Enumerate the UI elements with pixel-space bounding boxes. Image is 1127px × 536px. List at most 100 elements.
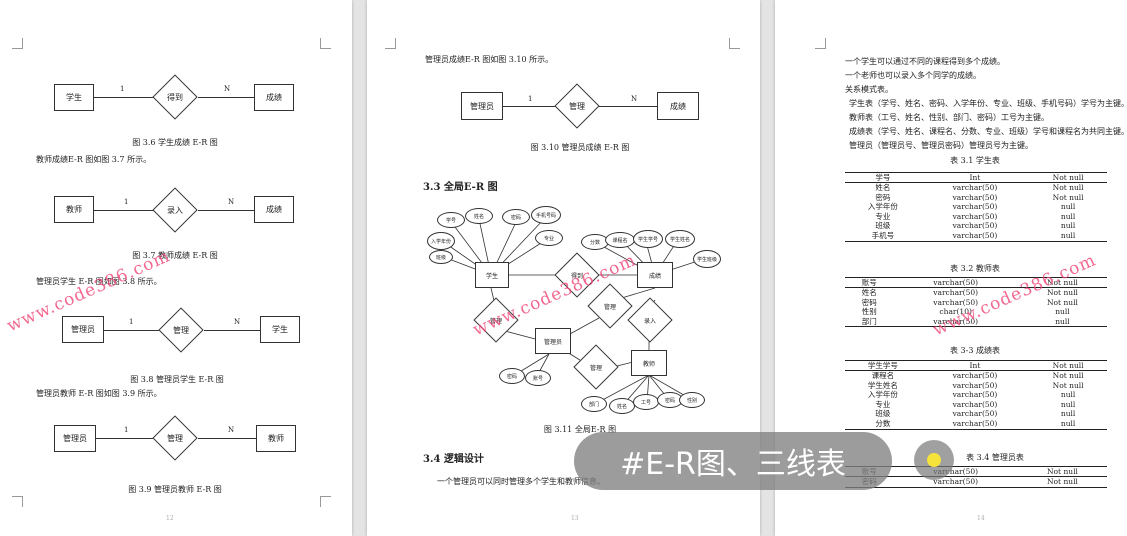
relation-get: 得到 <box>152 74 198 120</box>
section-heading: 3.3 全局E-R 图 <box>423 182 498 193</box>
paragraph: 管理员（管理员号、管理员密码）管理员号为主键。 <box>849 141 1033 150</box>
table-cell: null <box>1060 211 1076 221</box>
table-cell: null <box>1029 230 1107 242</box>
entity-teacher: 教师 <box>54 196 94 223</box>
table-header-cell: Int <box>920 360 1030 371</box>
corner-mark <box>385 38 396 49</box>
table-cell: Not null <box>1052 192 1084 202</box>
table-cell: varchar(50) <box>893 476 1018 488</box>
table-cell: varchar(50) <box>952 371 998 380</box>
table-cell: null <box>1060 202 1076 212</box>
table-cell: varchar(50) <box>952 409 998 419</box>
relation-manage: 管理 <box>573 344 619 390</box>
paragraph: 教师表（工号、姓名、性别、部门、密码）工号为主键。 <box>849 113 1049 122</box>
paragraph: 学生表（学号、姓名、密码、入学年份、专业、班级、手机号码）学号为主键。 <box>849 99 1127 108</box>
cardinality-label: 1 <box>124 426 129 434</box>
attr-ellipse: 姓名 <box>609 398 635 414</box>
table-cell: Not null <box>1017 476 1107 488</box>
table-header-cell: varchar(50) <box>893 466 1018 477</box>
table-cell: null <box>1017 316 1107 328</box>
attr-ellipse: 密码 <box>502 209 530 225</box>
attr-ellipse: 课程名 <box>605 232 635 248</box>
paragraph: 一个老师也可以录入多个同学的成绩。 <box>845 71 981 80</box>
relation-manage: 管理 <box>152 415 198 461</box>
cardinality-label: 1 <box>528 95 533 103</box>
attr-ellipse: 部门 <box>581 396 607 412</box>
entity-score: 成绩 <box>637 262 673 288</box>
entity-student: 学生 <box>260 316 300 343</box>
table-cell: Not null <box>1052 371 1084 380</box>
table-cell: 密码 <box>861 297 877 307</box>
entity-admin: 管理员 <box>62 316 104 343</box>
table-cell: varchar(50) <box>933 288 979 297</box>
table-cell: null <box>1060 399 1076 409</box>
attr-ellipse: 工号 <box>633 394 659 410</box>
table-cell: null <box>1060 390 1076 400</box>
table-caption: 表 3.1 学生表 <box>950 156 1000 165</box>
entity-admin: 管理员 <box>535 328 571 354</box>
relation-manage: 管理 <box>587 283 633 329</box>
table-cell: varchar(50) <box>952 221 998 231</box>
attr-ellipse: 学号 <box>437 212 465 228</box>
topic-tag-pill[interactable]: #E-R图、三线表 <box>574 432 892 490</box>
figure-caption: 图 3.6 学生成绩 E-R 图 <box>132 138 218 147</box>
table-cell: 专业 <box>875 211 891 221</box>
paragraph: 一个学生可以通过不同的课程得到多个成绩。 <box>845 57 1005 66</box>
cardinality-label: N <box>228 198 235 206</box>
table-cell: varchar(50) <box>952 211 998 221</box>
page-number: 14 <box>977 515 985 522</box>
table-cell: 性别 <box>861 307 877 317</box>
table-cell: 姓名 <box>875 183 891 192</box>
table-cell: 部门 <box>845 316 894 328</box>
table-cell: 密码 <box>875 192 891 202</box>
attr-ellipse: 入学年份 <box>427 232 455 250</box>
corner-mark <box>12 38 23 49</box>
table-row: 专业 varchar(50) null <box>845 212 1107 222</box>
cardinality-label: 1 <box>124 198 129 206</box>
table-cell: null <box>1060 221 1076 231</box>
corner-mark <box>320 38 331 49</box>
paragraph: 管理员成绩E-R 图如图 3.10 所示。 <box>425 55 554 64</box>
entity-score: 成绩 <box>254 196 294 223</box>
table-cell: 班级 <box>875 221 891 231</box>
attr-ellipse: 学生班级 <box>693 250 721 268</box>
relation-manage: 管理 <box>554 83 600 129</box>
table-cell: 入学年份 <box>867 390 898 400</box>
table-header-cell: Not null <box>1029 360 1107 371</box>
attr-ellipse: 姓名 <box>465 208 493 224</box>
indicator-dot-icon[interactable] <box>914 440 954 480</box>
paragraph: 管理员学生 E-R 图如图 3.8 所示。 <box>36 277 162 286</box>
entity-student: 学生 <box>54 84 94 111</box>
table-cell: Not null <box>1046 288 1078 297</box>
attr-ellipse: 性别 <box>679 392 705 408</box>
table-cell: 手机号 <box>845 230 921 242</box>
paragraph: 关系模式表。 <box>845 85 893 94</box>
attr-ellipse: 专业 <box>535 230 563 246</box>
table-cell: varchar(50) <box>920 418 1030 430</box>
paragraph: 成绩表（学号、姓名、课程名、分数、专业、班级）学号和课程名为共同主键。 <box>849 127 1127 136</box>
page-number: 12 <box>166 515 174 522</box>
table-header-cell: 账号 <box>845 277 894 288</box>
table-cell: varchar(50) <box>920 230 1030 242</box>
entity-teacher: 教师 <box>256 425 296 452</box>
table-header-cell: varchar(50) <box>893 277 1018 288</box>
table-cell: null <box>1060 409 1076 419</box>
attr-ellipse: 班级 <box>429 250 453 264</box>
attr-ellipse: 学生学号 <box>633 230 663 248</box>
table-header-cell: 学号 <box>845 172 921 183</box>
corner-mark <box>12 496 23 507</box>
attr-ellipse: 手机号码 <box>531 206 561 224</box>
relation-enter: 录入 <box>152 187 198 233</box>
table-header-cell: Not null <box>1017 277 1107 288</box>
table-cell: Not null <box>1046 297 1078 307</box>
